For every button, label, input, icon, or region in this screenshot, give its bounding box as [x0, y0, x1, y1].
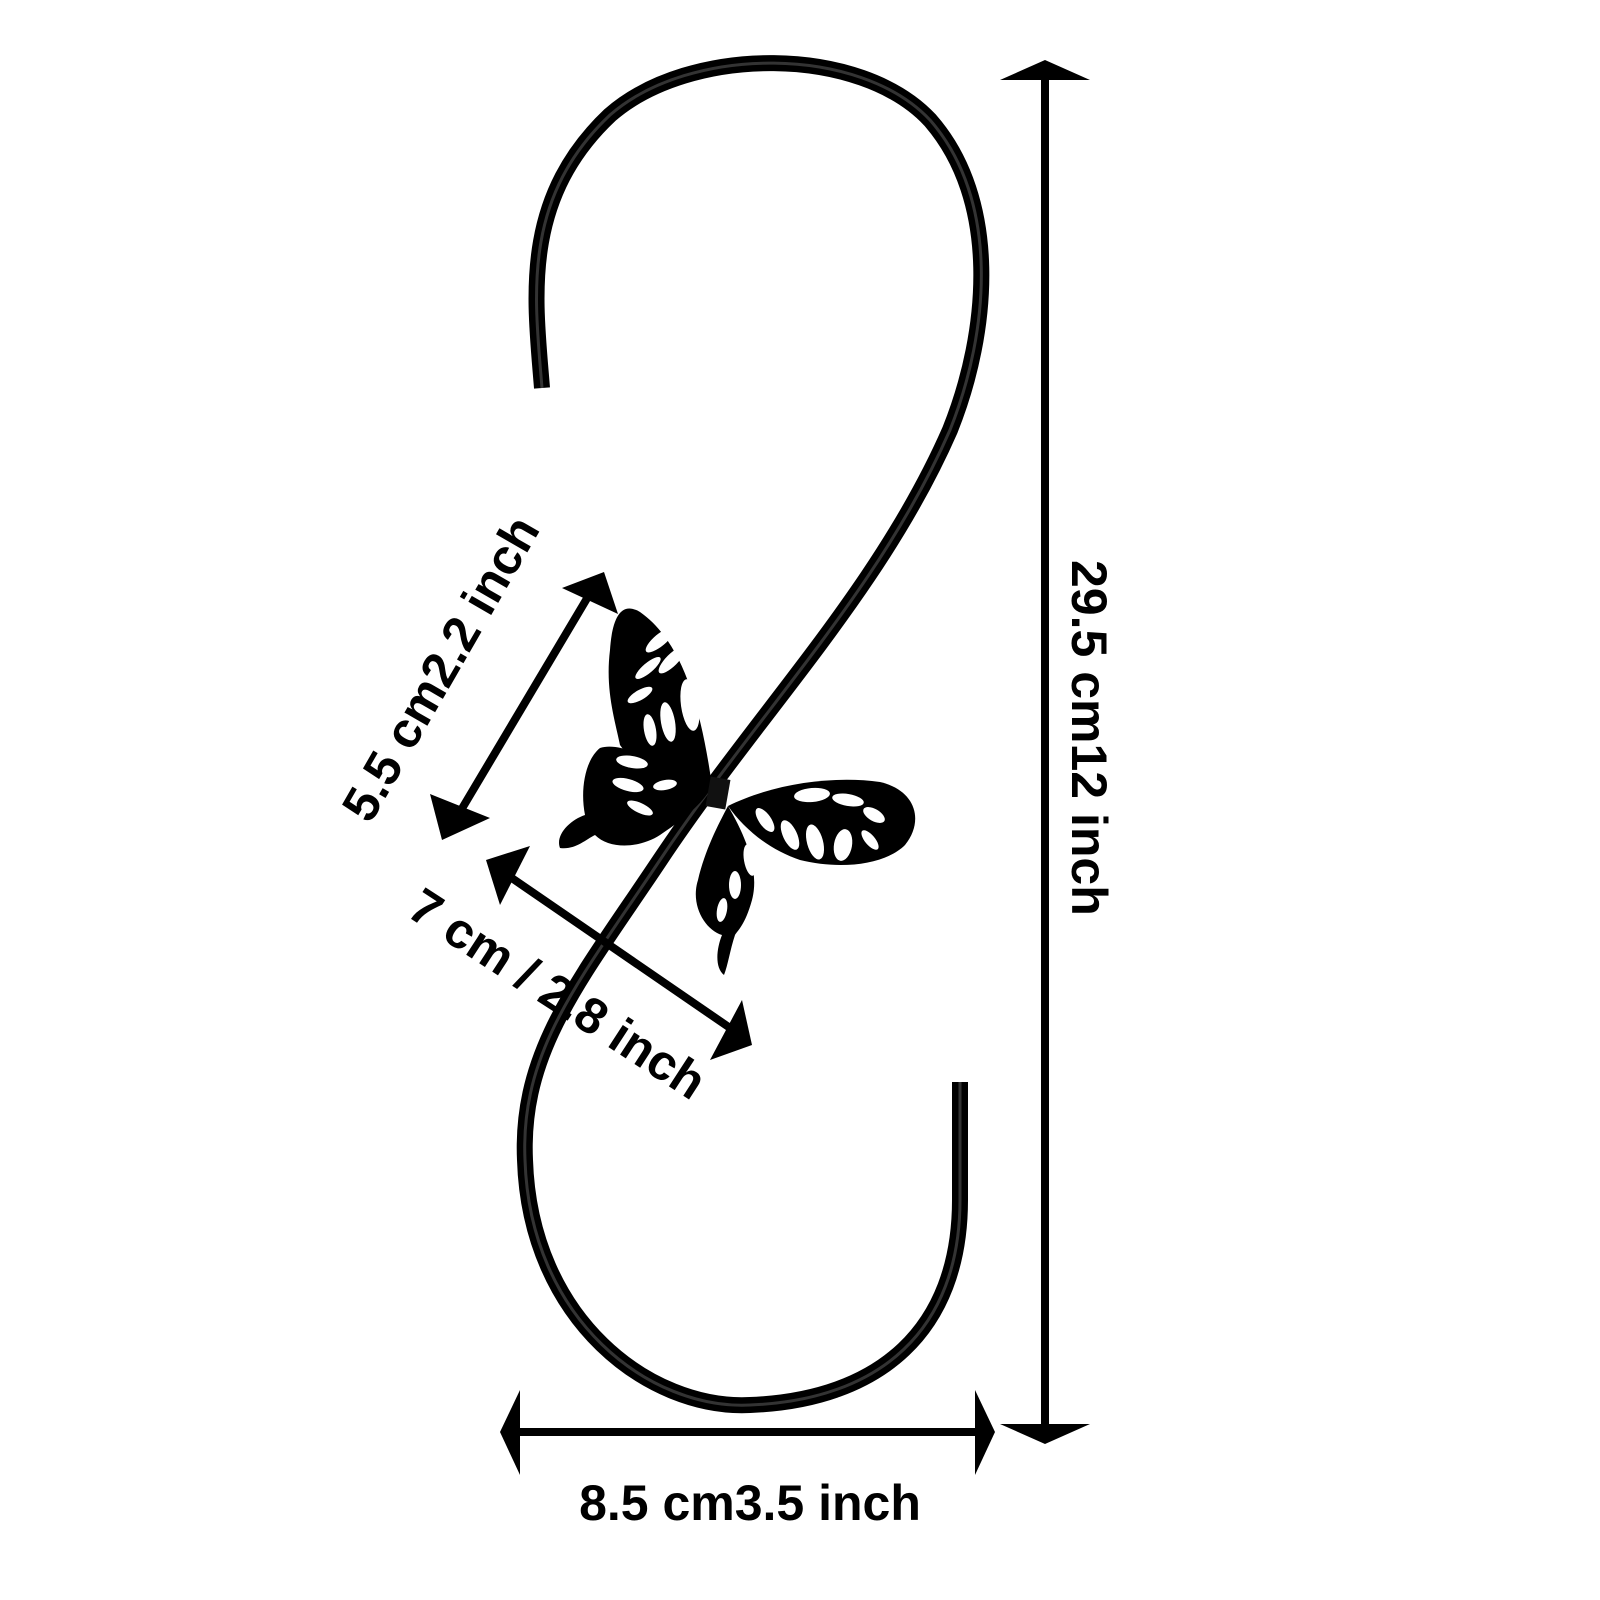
width-label: 8.5 cm3.5 inch — [579, 1475, 921, 1531]
height-label: 29.5 cm12 inch — [1061, 560, 1117, 916]
height-dimension: 29.5 cm12 inch — [1000, 60, 1117, 1444]
butterfly-height-dimension: 5.5 cm2.2 inch — [331, 506, 618, 840]
butterfly-icon — [559, 608, 916, 975]
butterfly-height-label: 5.5 cm2.2 inch — [331, 506, 550, 830]
width-dimension: 8.5 cm3.5 inch — [500, 1390, 995, 1531]
butterfly-upper-left-wing — [608, 608, 712, 787]
butterfly-wing-pattern — [612, 627, 885, 922]
butterfly-body-clip — [705, 776, 731, 810]
butterfly-lower-left-wing — [559, 746, 712, 849]
butterfly-lower-right-wing — [695, 806, 755, 975]
s-hook-wire-highlight — [523, 61, 983, 1407]
